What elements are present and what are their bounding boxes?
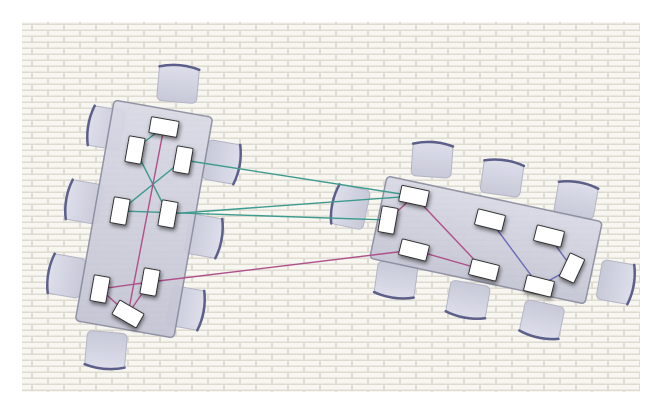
link xyxy=(413,195,485,271)
device xyxy=(474,208,506,232)
device xyxy=(398,238,430,262)
device xyxy=(398,184,430,208)
left-devices xyxy=(89,116,194,329)
link xyxy=(167,195,415,215)
chair xyxy=(596,259,636,306)
device xyxy=(109,196,131,226)
right-table xyxy=(369,176,603,304)
device xyxy=(533,224,565,248)
device xyxy=(124,135,146,165)
device xyxy=(139,267,161,297)
chair xyxy=(46,252,86,299)
right-table-group xyxy=(329,140,636,341)
device xyxy=(111,299,145,329)
device xyxy=(172,145,194,175)
chair xyxy=(156,63,201,104)
right-chairs xyxy=(329,140,636,341)
device xyxy=(559,252,585,284)
chair xyxy=(479,158,526,198)
link xyxy=(489,219,540,287)
right-devices xyxy=(377,184,585,298)
device xyxy=(157,199,179,229)
link xyxy=(127,126,165,315)
device xyxy=(148,116,180,138)
device xyxy=(523,274,555,298)
link xyxy=(182,159,415,197)
chair xyxy=(410,140,455,179)
chair xyxy=(444,280,491,320)
chair xyxy=(518,299,565,341)
device xyxy=(377,205,399,235)
chair xyxy=(83,330,128,371)
device xyxy=(89,274,111,304)
link xyxy=(149,249,415,283)
device xyxy=(468,258,500,282)
link xyxy=(119,159,184,212)
